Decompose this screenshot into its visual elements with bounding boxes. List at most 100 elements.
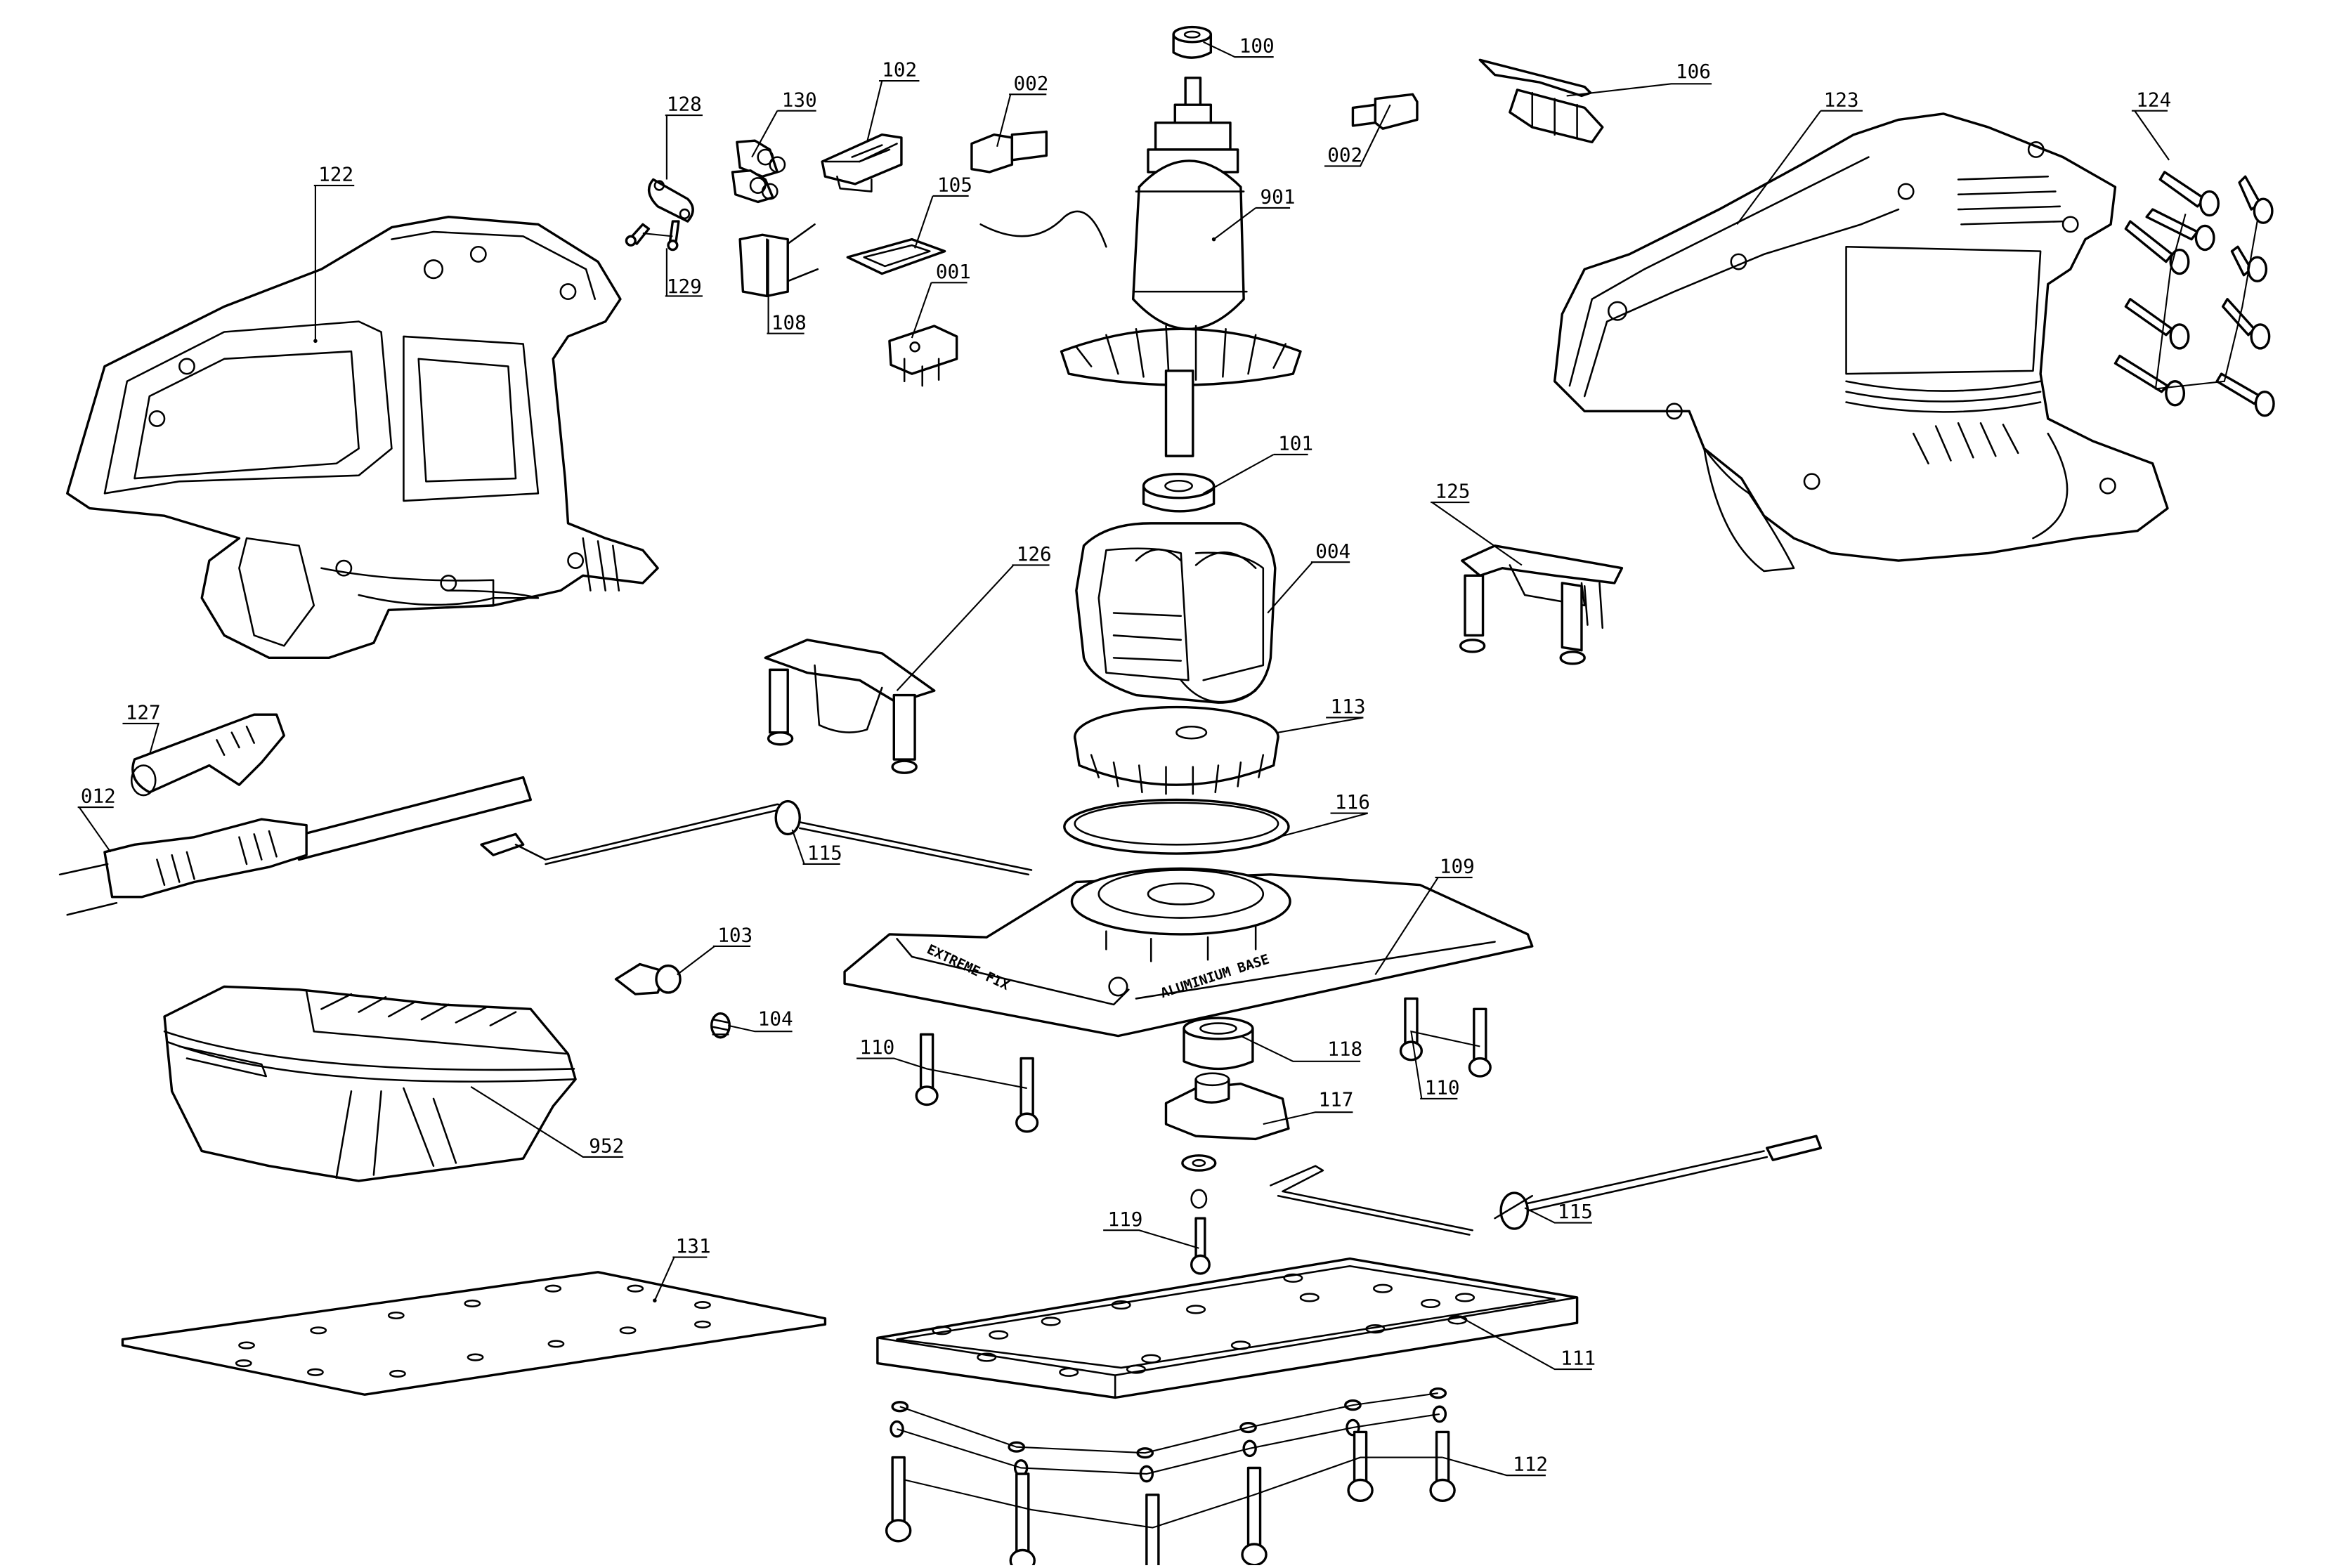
callout-label: 131	[676, 1234, 711, 1257]
callout-label: 113	[1331, 695, 1366, 718]
callout-label: 002	[1327, 143, 1362, 166]
callout-label: 105	[937, 174, 972, 197]
screw	[1145, 1494, 1160, 1568]
part-130-terminal	[731, 139, 786, 204]
callout-001: 001	[911, 260, 971, 339]
callout-101: 101	[1203, 432, 1313, 495]
callout-105: 105	[914, 174, 972, 249]
callout-130: 130	[751, 88, 817, 158]
part-106-cap	[1478, 58, 1604, 144]
part-128-clip	[647, 178, 694, 223]
part-012-power-cord	[58, 776, 532, 916]
callout-109: 109	[1374, 855, 1475, 975]
part-117-eccentric	[1164, 1072, 1290, 1141]
part-109-base: EXTREME FIX ALUMINIUM BASE	[843, 867, 1534, 1038]
wire	[979, 210, 1107, 248]
part-901-armature	[1060, 77, 1302, 457]
callout-123: 123	[1736, 88, 1863, 225]
callout-label: 117	[1319, 1088, 1354, 1111]
callout-label: 101	[1278, 432, 1313, 455]
callout-131: 131	[653, 1234, 711, 1302]
part-115-spring-left	[480, 799, 1033, 876]
screw	[885, 1456, 912, 1543]
callout-100: 100	[1203, 34, 1275, 58]
callout-110-a: 110	[856, 1035, 1027, 1090]
callout-012: 012	[77, 785, 116, 853]
callout-label: 109	[1440, 855, 1475, 878]
callout-label: 119	[1108, 1208, 1143, 1231]
callout-125: 125 125	[1431, 480, 1523, 566]
callout-label: 110	[1425, 1076, 1460, 1099]
callout-label: 125	[1435, 480, 1470, 503]
part-110-screws-right	[1399, 997, 1492, 1078]
part-108-capacitor	[738, 223, 819, 298]
screw	[2238, 175, 2274, 224]
part-113-fan	[1074, 705, 1279, 795]
callout-110-b: 110	[1410, 1030, 1480, 1100]
part-102-bracket	[821, 133, 903, 192]
part-002-connector-a	[970, 130, 1048, 174]
callout-901: 901	[1211, 185, 1295, 242]
callout-label: 012	[81, 785, 116, 808]
callout-label: 118	[1327, 1037, 1362, 1060]
part-112-screws	[885, 1387, 1456, 1568]
callout-112: 112	[1442, 1453, 1548, 1477]
callout-002-a: 002	[996, 72, 1048, 147]
callout-label: 002	[1013, 72, 1048, 95]
screw	[2158, 171, 2220, 217]
callout-label: 108	[771, 311, 807, 334]
callout-116: 116	[1277, 790, 1370, 838]
callout-102: 102	[866, 58, 920, 143]
part-110-screws-left	[915, 1033, 1039, 1133]
part-111-pad	[876, 1257, 1579, 1399]
callout-label: 123	[1824, 88, 1859, 111]
callout-002-b: 002	[1324, 104, 1391, 167]
callout-119: 119	[1103, 1208, 1199, 1249]
callout-label: 128	[667, 93, 702, 116]
callout-label: 111	[1561, 1347, 1596, 1370]
callout-103: 103	[677, 924, 753, 976]
part-126-bracket	[764, 639, 936, 774]
callout-124: 124	[2131, 88, 2171, 161]
callout-label: 110	[859, 1035, 894, 1059]
part-124-screws	[2113, 171, 2275, 417]
callout-113: 113	[1277, 695, 1366, 733]
screw	[2124, 298, 2190, 350]
part-116-ring	[1063, 798, 1290, 855]
callout-label: 115	[1558, 1200, 1593, 1223]
part-118-bearing	[1183, 1017, 1254, 1071]
callout-label: 127	[126, 701, 161, 724]
callout-108: 108	[767, 239, 807, 334]
callout-label: 116	[1335, 790, 1370, 814]
part-002-connector-b	[1351, 93, 1419, 130]
part-100-bearing	[1172, 25, 1213, 59]
callout-104: 104	[727, 1007, 793, 1033]
callout-952: 952	[470, 1086, 624, 1158]
callout-122: 122	[313, 163, 355, 344]
callout-label: 112	[1513, 1453, 1548, 1476]
screw	[1009, 1472, 1036, 1568]
part-127-strain-relief	[130, 713, 285, 797]
callout-127: 127	[122, 701, 161, 755]
callout-label: 106	[1676, 60, 1711, 83]
part-123-right-housing	[1553, 112, 2169, 573]
part-125-bracket	[1459, 544, 1624, 665]
screw	[2124, 220, 2190, 275]
callout-111: 111	[1457, 1314, 1596, 1371]
callout-label: 115	[807, 842, 842, 865]
callout-115-a: 115	[791, 829, 842, 865]
callout-label: 122	[318, 163, 353, 186]
part-952-dust-box	[163, 985, 577, 1182]
screw	[2215, 372, 2275, 417]
callout-label: 952	[589, 1135, 624, 1158]
callout-label: 001	[936, 260, 971, 283]
callout-117: 117	[1263, 1088, 1354, 1125]
part-129-screws	[625, 220, 680, 251]
callout-label: 100	[1239, 34, 1275, 58]
callout-label: 130	[782, 88, 817, 111]
part-101-bearing	[1142, 472, 1216, 513]
part-105-gasket	[846, 237, 946, 275]
